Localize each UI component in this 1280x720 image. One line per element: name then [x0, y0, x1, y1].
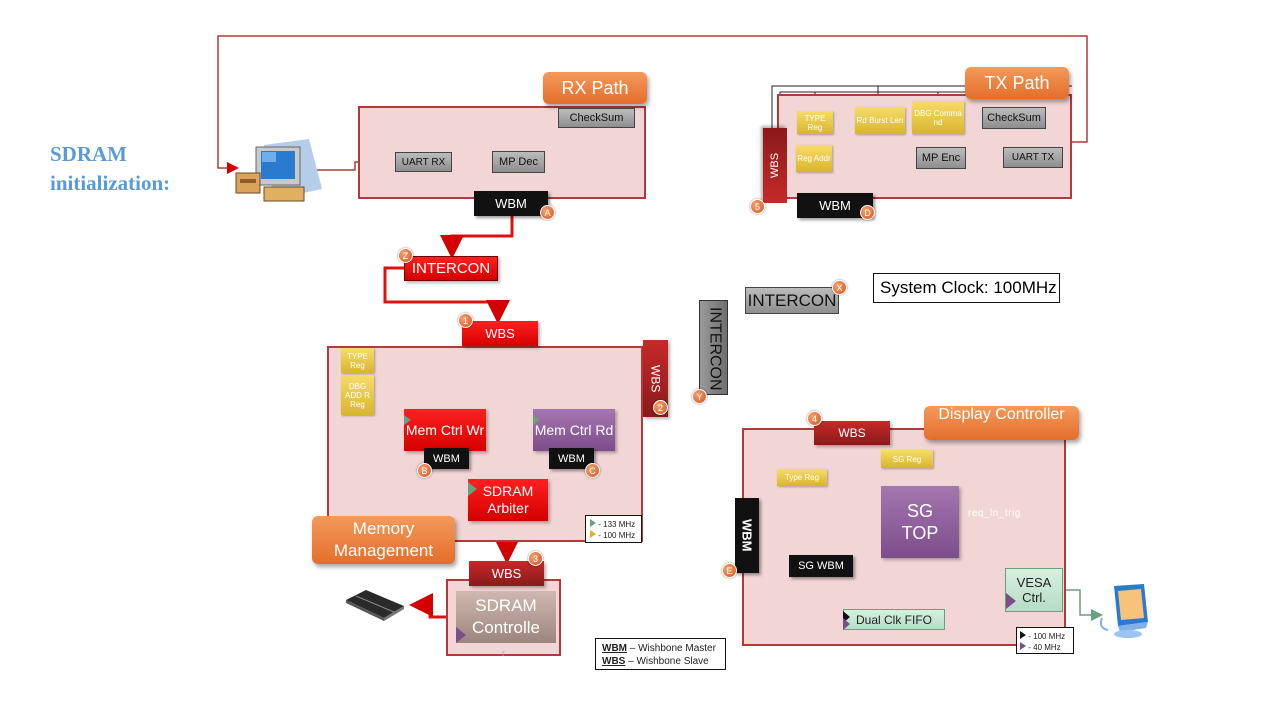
legend-wbs-key: WBS: [602, 656, 626, 667]
title-line-2: initialization:: [50, 171, 171, 195]
sg-reg: SG Reg: [881, 450, 933, 468]
sdram-arbiter-label: SDRAM Arbiter: [482, 483, 534, 516]
mp-dec: MP Dec: [492, 151, 545, 173]
page-title: SDRAM initialization:: [50, 140, 220, 198]
mem-ctrl-wr-label: Mem Ctrl Wr: [405, 422, 485, 438]
tx-rd-burst-len: Rd Burst Len: [855, 107, 905, 134]
display-wbs: WBS: [814, 421, 890, 445]
tx-type-reg: TYPE Reg: [797, 111, 833, 134]
memory-management-text: Memory Management: [333, 519, 434, 560]
badge-z: Z: [398, 248, 413, 263]
display-wbm: WBM: [735, 498, 759, 573]
legend-wbs-desc: – Wishbone Slave: [625, 656, 709, 667]
memory-management-label: Memory Management: [312, 516, 455, 564]
badge-d: D: [860, 205, 875, 220]
legend-wbm-key: WBM: [602, 643, 627, 654]
sdram-arbiter: SDRAM Arbiter: [468, 479, 548, 521]
display-clk-100-label: - 100 MHz: [1028, 632, 1066, 641]
monitor-icon: [1098, 582, 1150, 642]
mp-enc: MP Enc: [916, 147, 966, 169]
clock-marker-icon: [843, 610, 850, 628]
clock-marker-icon: [404, 412, 411, 430]
sg-top: SG TOP: [881, 486, 959, 558]
clock-marker-icon: [533, 412, 540, 430]
intercon-y-label: INTERCON: [706, 306, 724, 391]
memory-chip-icon: [344, 588, 406, 622]
sg-wbm: SG WBM: [789, 555, 853, 577]
rx-path-label: RX Path: [543, 72, 647, 104]
sdram-wbs: WBS: [469, 561, 544, 586]
mem-ctrl-wr: Mem Ctrl Wr: [404, 409, 486, 451]
clock-marker-icon: [456, 627, 466, 648]
intercon-z: INTERCON: [404, 256, 498, 281]
title-line-1: SDRAM: [50, 142, 127, 166]
computer-icon: [234, 137, 324, 207]
uart-tx: UART TX: [1003, 147, 1063, 168]
badge-x: X: [832, 280, 847, 295]
badge-4: 4: [807, 411, 822, 426]
sdram-controller-label: SDRAM Controlle: [471, 596, 541, 637]
dual-clk-fifo: Dual Clk FIFO: [843, 609, 945, 630]
display-controller-label: Display Controller: [924, 406, 1079, 440]
badge-3: 3: [528, 551, 543, 566]
legend-wbm-desc: – Wishbone Master: [627, 643, 716, 654]
vesa-ctrl-label: VESA Ctrl.: [1016, 575, 1052, 605]
tx-reg-addr: Reg Addr: [796, 145, 832, 172]
badge-y: Y: [692, 389, 707, 404]
clock-marker-icon: [468, 482, 477, 501]
tx-path-label: TX Path: [965, 67, 1069, 99]
legend: WBM – Wishbone Master WBS – Wishbone Sla…: [595, 638, 726, 670]
tx-wbs: WBS: [763, 128, 787, 203]
mem-side-wbs: WBS: [643, 340, 668, 417]
display-clk-40-label: - 40 MHz: [1028, 643, 1061, 652]
rx-wbm: WBM: [474, 191, 548, 216]
mem-type-reg: TYPE Reg: [341, 348, 374, 373]
display-type-reg: Type Reg: [777, 469, 827, 486]
mem-clock-legend: - 133 MHz - 100 MHz: [585, 515, 642, 543]
tx-checksum: CheckSum: [982, 107, 1046, 129]
badge-c: C: [585, 463, 600, 478]
intercon-y: INTERCON: [699, 300, 728, 395]
badge-2: 2: [653, 400, 668, 415]
intercon-x: INTERCON: [745, 287, 839, 314]
mem-ctrl-rd-label: Mem Ctrl Rd: [534, 422, 614, 438]
mem-dbg-addr-reg: DBG ADD R Reg: [341, 375, 374, 415]
badge-b: B: [417, 463, 432, 478]
wbm-b: WBM: [424, 448, 469, 469]
badge-1: 1: [458, 313, 473, 328]
wbm-c: WBM: [549, 448, 594, 469]
display-clock-legend: - 100 MHz - 40 MHz: [1016, 627, 1074, 654]
req-ln-trig-label: req_ln_trig: [968, 508, 1021, 519]
tx-dbg-command: DBG Comma nd: [912, 101, 964, 134]
mem-ctrl-rd: Mem Ctrl Rd: [533, 409, 615, 451]
badge-a: A: [540, 205, 555, 220]
display-controller-text: Display Controller: [938, 406, 1065, 423]
badge-5: 5: [750, 199, 765, 214]
clock-marker-icon: [843, 617, 850, 635]
sdram-controller: SDRAM Controlle: [456, 591, 556, 643]
badge-e: E: [722, 563, 737, 578]
uart-rx: UART RX: [395, 152, 452, 172]
clk-133-label: - 133 MHz: [598, 520, 636, 529]
clock-marker-icon: [1006, 593, 1016, 614]
sg-top-label: SG TOP: [901, 501, 939, 543]
rx-checksum: CheckSum: [558, 108, 635, 128]
mem-wbs: WBS: [462, 321, 538, 346]
clk-100-label: - 100 MHz: [598, 531, 636, 540]
sdram-controller-overflow: r: [502, 648, 505, 658]
system-clock: System Clock: 100MHz: [873, 273, 1060, 303]
